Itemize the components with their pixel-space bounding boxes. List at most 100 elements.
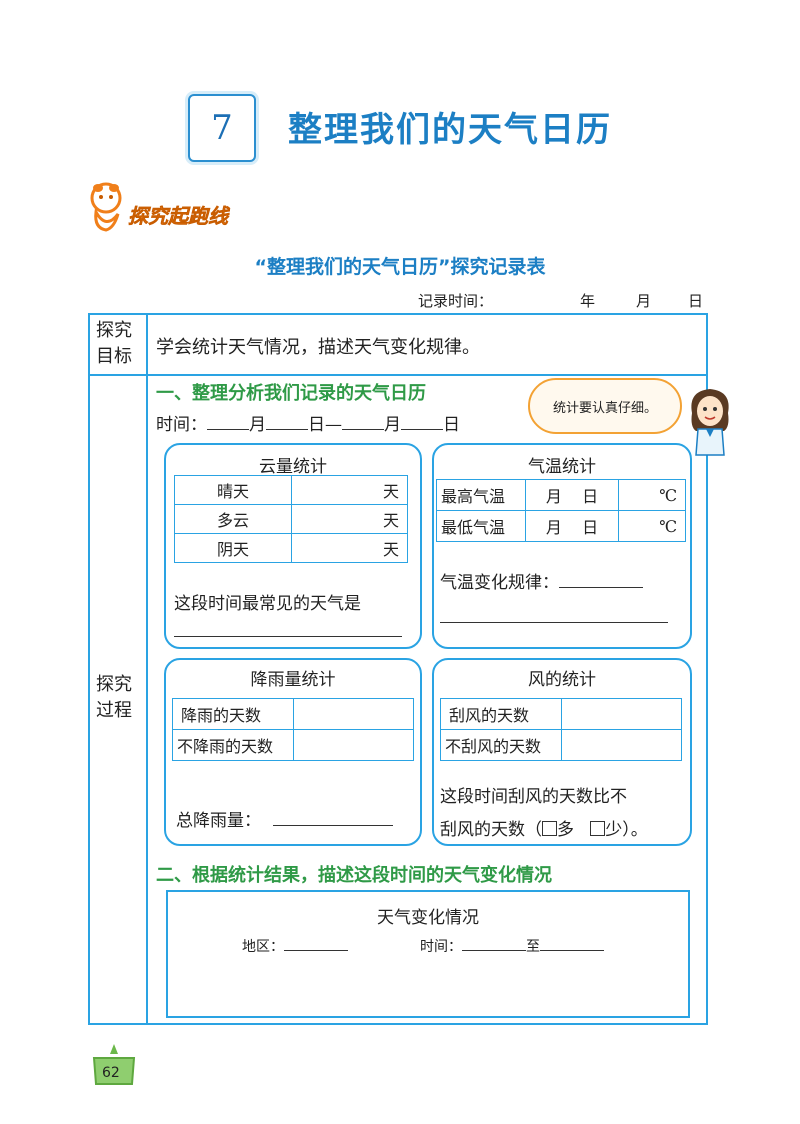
cloud-answer-blank[interactable] [174, 618, 402, 637]
goal-label-line2: 目标 [96, 346, 132, 367]
rain-total-label: 总降雨量： [176, 811, 261, 831]
cloud-row-value[interactable]: 天 [291, 533, 408, 563]
temp-rule-label: 气温变化规律： [440, 573, 559, 593]
table-row: 刮风的天数 [440, 698, 682, 730]
table-row: 不刮风的天数 [440, 729, 682, 761]
wind-row-value[interactable] [561, 729, 682, 761]
part1-month1: 月 [249, 415, 266, 435]
cloud-row-label: 晴天 [174, 475, 292, 505]
record-time-year: 年 [580, 292, 596, 310]
rain-row-value[interactable] [293, 729, 414, 761]
rain-row-value[interactable] [293, 698, 414, 730]
temp-rule-blank-2[interactable] [440, 604, 668, 623]
mascot-icon [84, 180, 128, 234]
temperature-stats-table: 最高气温 月 日 ℃ 最低气温 月 日 ℃ [436, 479, 686, 542]
checkbox-more[interactable] [542, 821, 557, 836]
record-time-month: 月 [636, 292, 652, 310]
wind-question-text: 刮风的天数（ [440, 820, 542, 840]
table-divider-vertical [146, 313, 148, 1023]
wind-row-value[interactable] [561, 698, 682, 730]
table-divider-horizontal [88, 374, 706, 376]
table-row: 不降雨的天数 [172, 729, 414, 761]
rain-row-label: 不降雨的天数 [172, 729, 294, 761]
option-more-label: 多 [557, 820, 574, 840]
table-row: 晴天 天 [174, 475, 408, 505]
rain-total-blank[interactable] [273, 825, 393, 826]
part1-time-label: 时间： [156, 415, 207, 435]
unit-month: 月 [545, 518, 562, 537]
process-label: 探究 过程 [96, 672, 132, 724]
unit-day: 天 [382, 482, 399, 501]
cloud-question: 这段时间最常见的天气是 [174, 594, 361, 614]
girl-illustration-icon [684, 383, 736, 459]
table-row: 多云 天 [174, 504, 408, 534]
cloud-row-value[interactable]: 天 [291, 475, 408, 505]
period-end-blank[interactable] [540, 950, 604, 951]
temperature-stats-panel [432, 443, 692, 649]
temp-row-value[interactable]: ℃ [618, 510, 686, 542]
part2-heading: 二、根据统计结果，描述这段时间的天气变化情况 [156, 865, 552, 886]
tip-text: 统计要认真仔细。 [552, 400, 657, 416]
wind-row-label: 不刮风的天数 [440, 729, 562, 761]
period-to-label: 至 [526, 939, 540, 955]
wind-row-label: 刮风的天数 [440, 698, 562, 730]
goal-label: 探究 目标 [96, 318, 132, 370]
unit-day: 天 [382, 540, 399, 559]
unit-celsius: ℃ [659, 485, 677, 505]
weather-change-box[interactable] [166, 890, 690, 1018]
section-tag: 探究起跑线 [128, 204, 229, 229]
page-title: 整理我们的天气日历 [288, 110, 612, 150]
blank-day2[interactable] [401, 429, 443, 430]
period-start-blank[interactable] [462, 950, 526, 951]
process-label-line1: 探究 [96, 674, 132, 695]
blank-month2[interactable] [342, 429, 384, 430]
unit-month: 月 [545, 487, 562, 506]
table-row: 最低气温 月 日 ℃ [436, 510, 686, 542]
temp-row-label: 最低气温 [436, 510, 526, 542]
cloud-row-label: 多云 [174, 504, 292, 534]
option-less-label: 少）。 [605, 820, 648, 840]
page-number-badge: 62 [88, 1040, 138, 1086]
rain-row-label: 降雨的天数 [172, 698, 294, 730]
record-time-label: 记录时间： [418, 292, 494, 310]
cloud-row-value[interactable]: 天 [291, 504, 408, 534]
part1-heading: 一、整理分析我们记录的天气日历 [156, 383, 426, 404]
period-row: 时间： 至 [420, 936, 604, 956]
temp-row-date[interactable]: 月 日 [525, 479, 619, 511]
checkbox-less[interactable] [590, 821, 606, 836]
part1-day1: 日— [308, 415, 342, 435]
chapter-number-badge: 7 [188, 94, 256, 162]
cloud-row-label: 阴天 [174, 533, 292, 563]
unit-day: 日 [582, 487, 599, 506]
rainfall-stats-title: 降雨量统计 [250, 670, 336, 690]
part1-month2: 月 [384, 415, 401, 435]
record-time-day: 日 [688, 292, 704, 310]
wind-stats-table: 刮风的天数 不刮风的天数 [440, 698, 682, 761]
temp-row-value[interactable]: ℃ [618, 479, 686, 511]
temp-row-date[interactable]: 月 日 [525, 510, 619, 542]
blank-month1[interactable] [207, 429, 249, 430]
temperature-stats-title: 气温统计 [528, 457, 596, 477]
rain-total-row: 总降雨量： [176, 806, 393, 831]
unit-celsius: ℃ [659, 516, 677, 536]
period-label: 时间： [420, 939, 462, 955]
goal-label-line1: 探究 [96, 320, 132, 341]
tip-bubble: 统计要认真仔细。 [528, 378, 682, 434]
goal-text: 学会统计天气情况，描述天气变化规律。 [156, 337, 480, 358]
region-label: 地区： [242, 939, 284, 955]
unit-day: 日 [582, 518, 599, 537]
rainfall-stats-table: 降雨的天数 不降雨的天数 [172, 698, 414, 761]
region-row: 地区： [242, 936, 348, 956]
region-blank[interactable] [284, 950, 348, 951]
process-label-line2: 过程 [96, 700, 132, 721]
table-row: 阴天 天 [174, 533, 408, 563]
cloud-stats-title: 云量统计 [259, 457, 327, 477]
page-number: 62 [102, 1065, 120, 1081]
blank-day1[interactable] [266, 429, 308, 430]
cloud-stats-table: 晴天 天 多云 天 阴天 天 [174, 475, 408, 563]
table-row: 最高气温 月 日 ℃ [436, 479, 686, 511]
wind-stats-title: 风的统计 [528, 670, 596, 690]
unit-day: 天 [382, 511, 399, 530]
wind-question-line2: 刮风的天数（ 多 少）。 [440, 815, 648, 840]
temp-rule-blank[interactable] [559, 587, 643, 588]
